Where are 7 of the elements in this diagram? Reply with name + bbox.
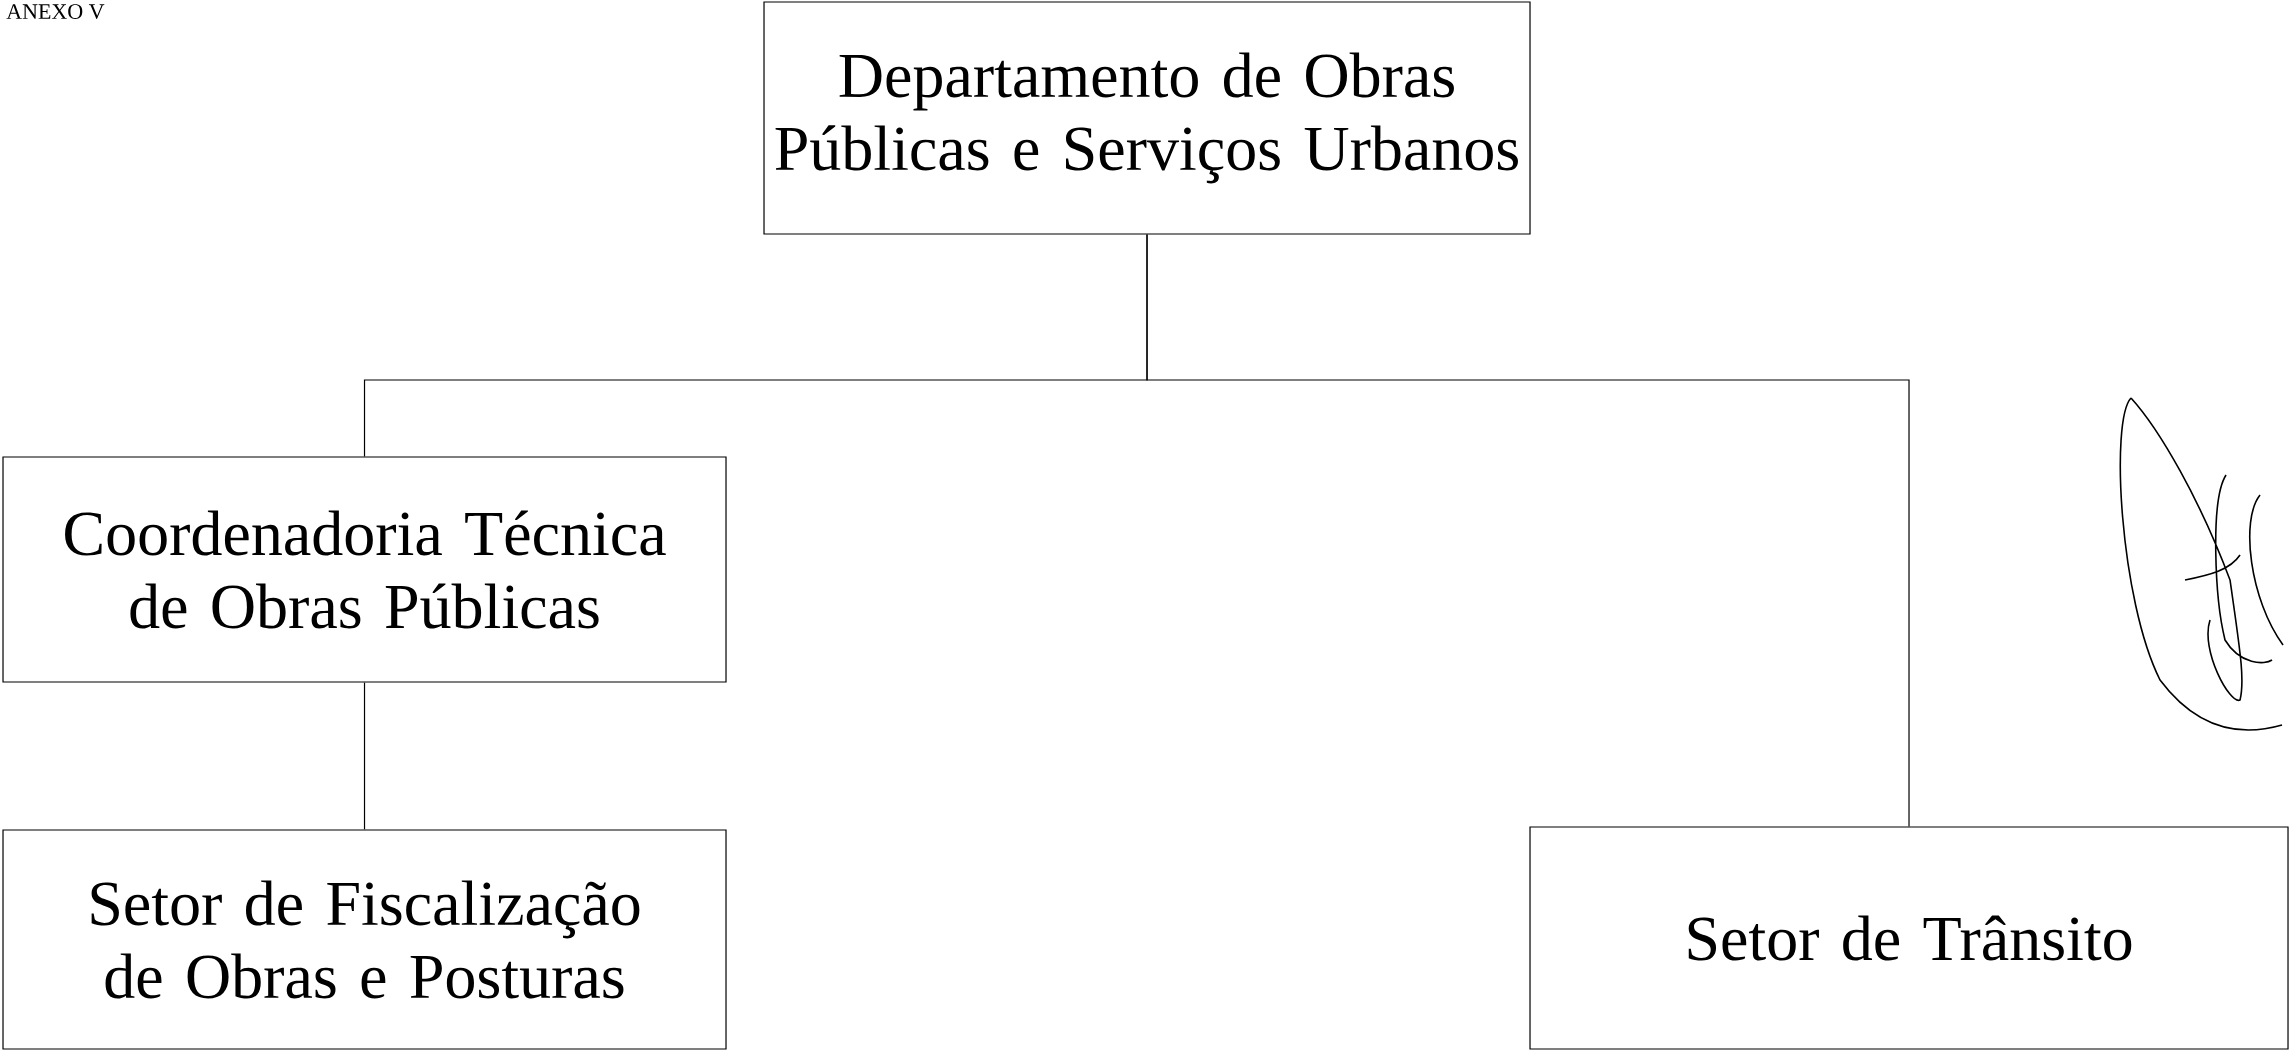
org-box: Setor de Trânsito [1529,826,2289,1050]
page-heading: ANEXO V [6,4,105,20]
connector-line [363,682,366,830]
org-box: Setor de Fiscalização de Obras e Posturas [2,829,727,1050]
org-box: Departamento de Obras Públicas e Serviços Urbanos [763,1,1531,235]
org-box: Coordenadoria Técnica de Obras Públicas [2,456,727,683]
connector-line [1146,234,1910,827]
